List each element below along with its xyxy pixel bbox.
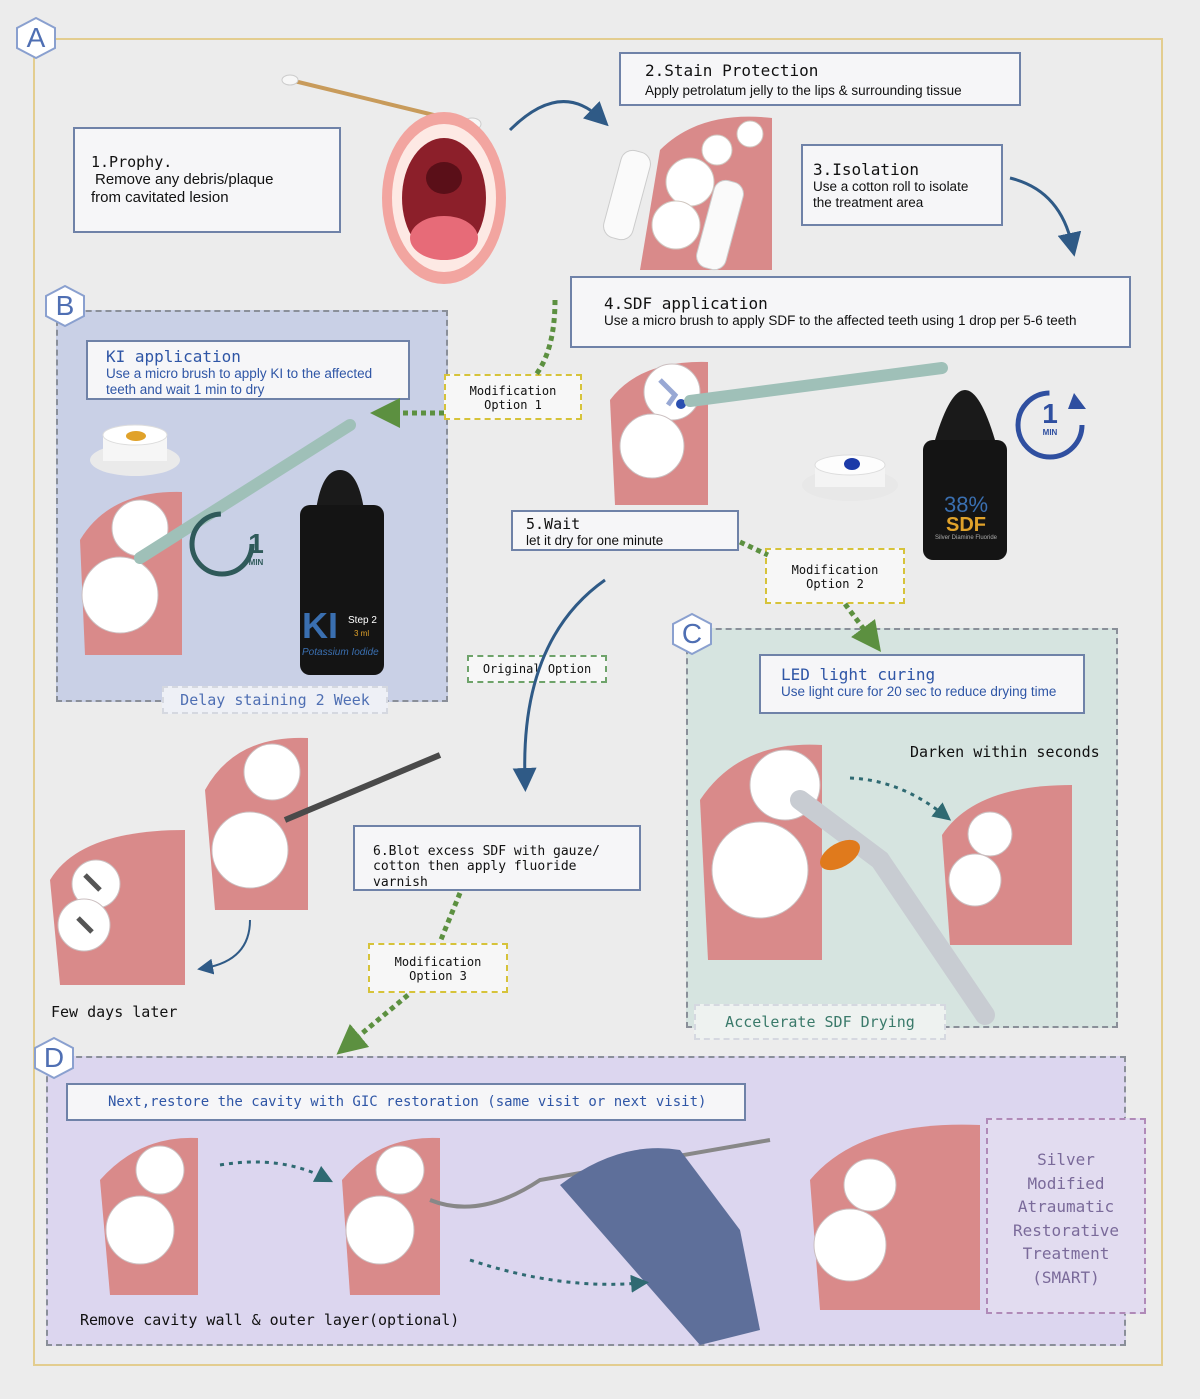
step-stain-box: 2.Stain Protection Apply petrolatum jell… [619, 52, 1021, 106]
step-prophy-desc1: Remove any debris/plaque [95, 171, 274, 188]
panel-b-label: B [43, 284, 87, 328]
step-isolation-box: 3.Isolation Use a cotton roll to isolate… [801, 144, 1003, 226]
step-isolation-title: 3.Isolation [813, 160, 919, 179]
smart-line-1: Silver [1037, 1150, 1095, 1169]
ki-bottle-step: Step 2 [348, 615, 377, 626]
option-3-line2: Option 3 [409, 969, 467, 983]
option-1-box: Modification Option 1 [444, 374, 582, 420]
ki-desc2: teeth and wait 1 min to dry [106, 382, 265, 397]
original-option-box: Original Option [467, 655, 607, 683]
caption-darken: Darken within seconds [910, 743, 1100, 761]
step-sdf-title: 4.SDF application [604, 294, 768, 313]
timer-sdf-num: 1 [1042, 398, 1058, 429]
step-prophy-desc2: from cavitated lesion [91, 189, 229, 206]
ki-bottle-name: KI [302, 605, 338, 646]
smart-box: Silver Modified Atraumatic Restorative T… [986, 1118, 1146, 1314]
restore-text: Next,restore the cavity with GIC restora… [108, 1094, 707, 1110]
timer-ki-unit: MIN [248, 558, 264, 567]
ki-box: KI application Use a micro brush to appl… [86, 340, 410, 400]
smart-line-4: Restorative [1013, 1220, 1119, 1240]
caption-remove-wall: Remove cavity wall & outer layer(optiona… [80, 1311, 460, 1329]
ki-bottle-sub: Potassium Iodide [302, 647, 379, 658]
option-2-line1: Modification [791, 563, 879, 577]
step-prophy-title: 1.Prophy. [91, 153, 173, 171]
option-3-line1: Modification [394, 955, 482, 969]
ki-title: KI application [106, 347, 241, 366]
smart-line-5: Treatment [1022, 1244, 1110, 1263]
step-stain-desc: Apply petrolatum jelly to the lips & sur… [645, 83, 962, 98]
option-1-line1: Modification [469, 384, 557, 398]
sdf-bottle-label: 38% SDF Silver Diamine Fluoride [928, 492, 1004, 542]
smart-line-6: (SMART) [1032, 1267, 1100, 1287]
step-isolation-desc2: the treatment area [813, 195, 924, 210]
ki-bottle-vol: 3 ml [354, 629, 370, 638]
step-prophy-box: 1.Prophy. Remove any debris/plaque from … [73, 127, 341, 233]
panel-c-label: C [670, 612, 714, 656]
step-stain-title: 2.Stain Protection [645, 61, 819, 80]
option-2-line2: Option 2 [806, 577, 864, 591]
step-blot-line2: cotton then apply fluoride varnish [373, 859, 577, 890]
step-isolation-desc1: Use a cotton roll to isolate [813, 179, 969, 194]
panel-a-label: A [14, 16, 58, 60]
option-2-box: Modification Option 2 [765, 548, 905, 604]
timer-ki-num: 1 [248, 528, 264, 559]
timer-ki-text: 1 MIN [236, 528, 276, 568]
panel-c-footer: Accelerate SDF Drying [694, 1004, 946, 1040]
option-3-box: Modification Option 3 [368, 943, 508, 993]
timer-sdf-unit: MIN [1042, 428, 1058, 437]
led-box: LED light curing Use light cure for 20 s… [759, 654, 1085, 714]
smart-line-2: Modified [1027, 1173, 1105, 1193]
panel-a-frame [33, 38, 1163, 1366]
step-blot-box: 6.Blot excess SDF with gauze/ cotton the… [353, 825, 641, 891]
step-sdf-box: 4.SDF application Use a micro brush to a… [570, 276, 1131, 348]
step-wait-box: 5.Wait let it dry for one minute [511, 510, 739, 551]
led-desc: Use light cure for 20 sec to reduce dryi… [781, 684, 1057, 699]
timer-sdf-icon [1015, 390, 1086, 460]
led-title: LED light curing [781, 665, 936, 684]
step-sdf-desc: Use a micro brush to apply SDF to the af… [604, 313, 1077, 328]
sdf-bottle-small: Silver Diamine Fluoride [934, 535, 998, 541]
ki-bottle-label: KI Step 2 3 ml Potassium Iodide [302, 605, 382, 658]
option-1-line2: Option 1 [484, 398, 542, 412]
ki-desc1: Use a micro brush to apply KI to the aff… [106, 366, 373, 381]
panel-b-footer: Delay staining 2 Week [162, 686, 388, 714]
smart-line-3: Atraumatic [1017, 1197, 1115, 1216]
sdf-bottle-name: SDF [946, 514, 986, 536]
restore-box: Next,restore the cavity with GIC restora… [66, 1083, 746, 1121]
step-wait-title: 5.Wait [526, 515, 581, 533]
caption-few-days: Few days later [51, 1003, 178, 1021]
step-blot-line1: 6.Blot excess SDF with gauze/ [373, 844, 600, 859]
sdf-bottle-pct: 38% [943, 492, 989, 517]
panel-d-label: D [32, 1036, 76, 1080]
timer-sdf-text: 1 MIN [1024, 398, 1076, 438]
step-wait-desc: let it dry for one minute [526, 533, 664, 548]
